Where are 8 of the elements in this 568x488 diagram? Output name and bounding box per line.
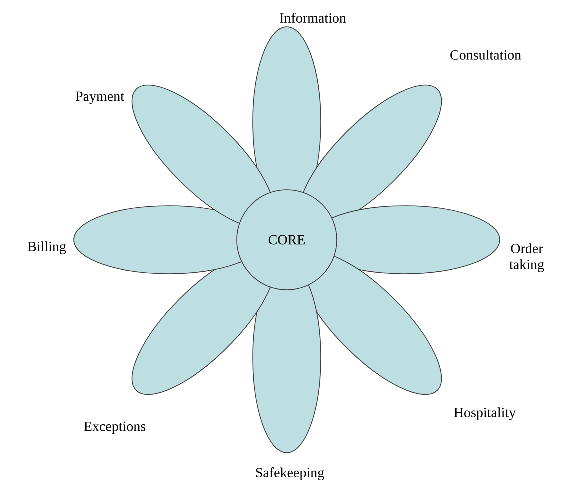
petal-label: Safekeeping — [256, 468, 324, 480]
petal-label: Order taking — [510, 244, 544, 272]
petal-label: Billing — [28, 242, 66, 254]
petal-label: Hospitality — [454, 408, 516, 420]
petal-label: Exceptions — [84, 422, 146, 434]
petal-label: Consultation — [450, 50, 522, 60]
petal-label: Payment — [76, 92, 124, 104]
petal-label: Information — [280, 13, 346, 23]
